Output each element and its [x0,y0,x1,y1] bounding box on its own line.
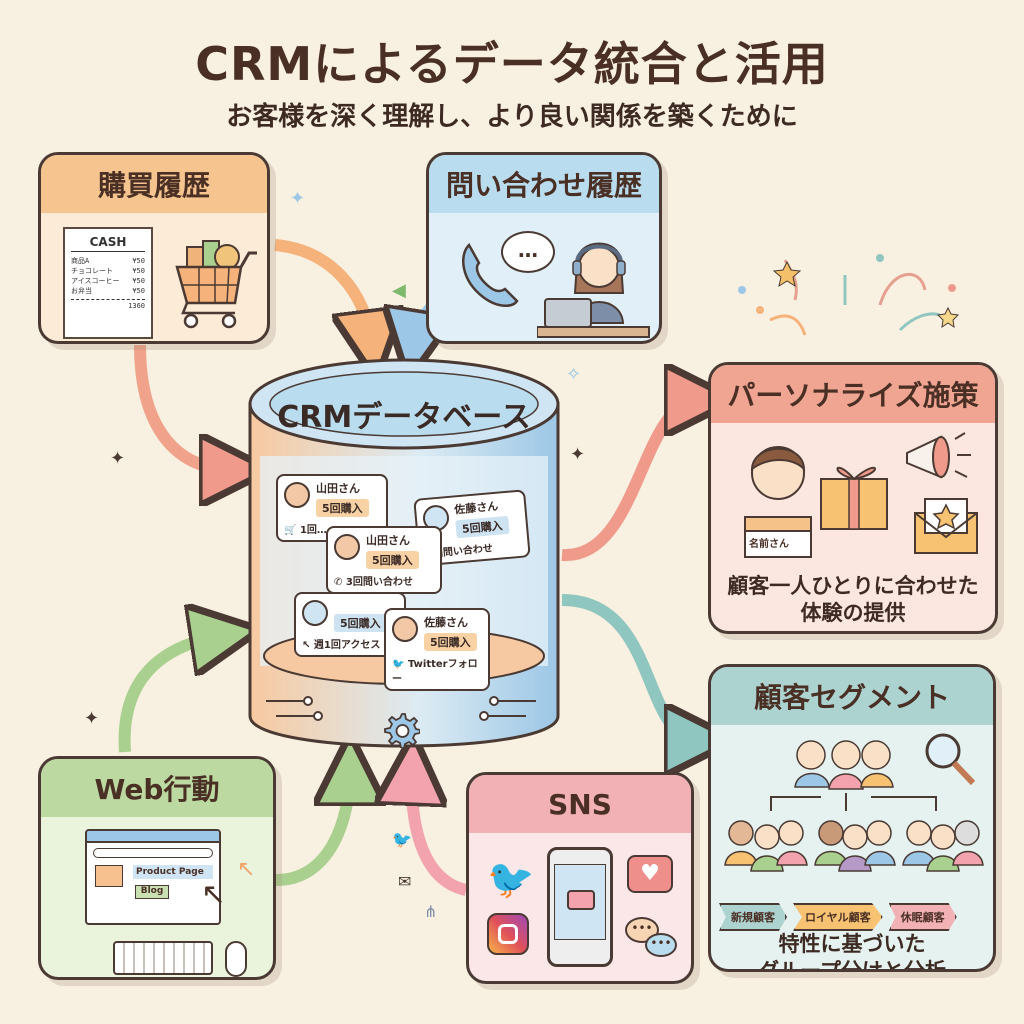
arrow-receipt-to-db [134,344,235,470]
customer-name: 佐藤さん [453,499,499,517]
receipt-row: チョコレート¥50 [71,267,145,275]
sns-card: SNS 🐦 ♥ ••• ••• [466,772,694,984]
purchase-badge: 5回購入 [334,614,387,632]
gear-icon [384,713,420,748]
page-subtitle: お客様を深く理解し、より良い関係を築くために [226,102,798,132]
segment-tags: 新規顧客 ロイヤル顧客 休眠顧客 [719,903,957,931]
arrow-sns-to-db [412,770,468,896]
purchase-badge: 5回購入 [366,551,419,569]
phone-icon [462,242,519,307]
twitter-icon-small: 🐦 [392,830,412,849]
receipt-row: お弁当¥50 [71,287,145,295]
smartphone-icon [547,847,613,967]
receipt-row: アイスコーヒー¥50 [71,277,145,285]
sparkle-icon: ✦ [84,708,100,729]
sns-title: SNS [469,775,691,833]
customer-name: 佐藤さん [424,616,468,629]
customer-card: 佐藤さん 5回購入 🐦 Twitterフォロー [384,608,490,691]
customer-activity: ✆ 3回問い合わせ [334,577,413,588]
customer-group-icon [724,733,984,872]
cursor-icon: ↖ [302,640,311,651]
customer-activity: 🛒 1回… [284,525,327,536]
twitter-icon: 🐦 [487,857,535,901]
speaker-icon: ◀ [392,280,406,301]
sparkle-icon: ✦ [110,448,126,469]
gift-name-label: 名前さん [749,539,789,550]
browser-window-icon: Product Page Blog [85,829,221,925]
shopping-cart-icon [175,240,257,329]
cursor-icon: ↖ [201,877,227,912]
purchase-badge: 5回購入 [424,633,477,651]
purchase-badge: 5回購入 [455,515,510,539]
personalize-card: パーソナライズ施策 名前さん 顧客一人ひとりに合わせた 体験の [708,362,998,634]
personalize-title: パーソナライズ施策 [711,365,995,423]
speech-bubble-icon: … [501,231,555,273]
page-title: CRMによるデータ統合と活用 [195,37,829,91]
customer-name: 山田さん [366,534,410,547]
customer-activity: ↖ 週1回アクセス [302,640,381,651]
purchase-history-card: 購買履歴 CASH 商品A¥50 チョコレート¥50 アイスコーヒー¥50 お弁… [38,152,270,344]
gift-box-icon [820,466,888,530]
inquiry-history-card: 問い合わせ履歴 … [426,152,662,344]
segment-tag-new: 新規顧客 [719,903,787,931]
confetti-decoration [738,254,960,336]
receipt-row: 商品A¥50 [71,257,145,265]
support-agent-icon [537,242,650,338]
megaphone-icon [906,432,971,479]
inquiry-history-title: 問い合わせ履歴 [429,155,659,213]
product-page-link: Product Page [133,865,213,879]
avatar [392,616,418,642]
arrow-web2-to-db [275,770,350,886]
heart-like-icon: ♥ [627,855,673,893]
mouse-icon [225,941,247,977]
receipt-total: 1360 [71,299,145,310]
share-icon: ⋔ [424,902,438,921]
customer-card: 山田さん 5回購入 ✆ 3回問い合わせ [326,526,442,594]
database-label: CRMデータベース [277,400,531,435]
instagram-icon [487,913,529,955]
avatar [302,600,328,626]
arrow-web-to-db [118,635,225,753]
customer-activity: 🐦 Twitterフォロー [392,659,478,685]
sparkle-icon: ✦ [570,444,586,465]
segment-caption: 特性に基づいた グループ分けと分析 [758,932,946,972]
envelope-star-icon [914,498,978,554]
cart-icon: 🛒 [284,525,297,536]
purchase-history-title: 購買履歴 [41,155,267,213]
phone-icon: ✆ [334,577,343,588]
group-dormant [902,820,984,872]
purchase-badge: 5回購入 [316,499,369,517]
personalize-caption: 顧客一人ひとりに合わせた 体験の提供 [727,574,979,626]
receipt-header: CASH [71,235,145,252]
chat-bubbles-icon-2: ••• [645,933,677,957]
customer-with-gift-icon [744,446,812,558]
avatar [284,482,310,508]
cursor-icon-orange: ↖ [237,857,256,882]
camera-icon [567,890,595,910]
chat-bubbles-icon: ••• [625,917,659,943]
arrow-db-to-personalize [561,400,700,562]
group-loyal [814,820,896,872]
avatar [334,534,360,560]
segment-tag-loyal: ロイヤル顧客 [793,903,883,931]
customer-segment-title: 顧客セグメント [711,667,993,725]
group-top [794,740,894,790]
customer-segment-card: 顧客セグメント [708,664,996,972]
twitter-icon: 🐦 [392,659,405,670]
arrow-purchase-to-db [274,239,372,345]
web-behavior-card: Web行動 Product Page Blog ↖ ↖ [38,756,276,980]
keyboard-icon [113,941,213,975]
web-behavior-title: Web行動 [41,759,273,817]
sparkle-icon: ✧ [566,364,582,385]
sparkle-icon: ✦ [290,188,306,209]
customer-name: 山田さん [316,482,360,495]
blog-link: Blog [135,885,169,899]
mail-icon: ✉ [398,872,412,891]
arrow-db-to-segment [561,594,700,740]
segment-tag-dormant: 休眠顧客 [888,903,957,931]
receipt-icon: CASH 商品A¥50 チョコレート¥50 アイスコーヒー¥50 お弁当¥50 … [63,227,153,339]
crm-database: CRMデータベース 山田さん 5回購入 🛒 1回… 佐藤さん 5回購入 3回問い… [246,356,562,756]
group-new [724,820,808,872]
